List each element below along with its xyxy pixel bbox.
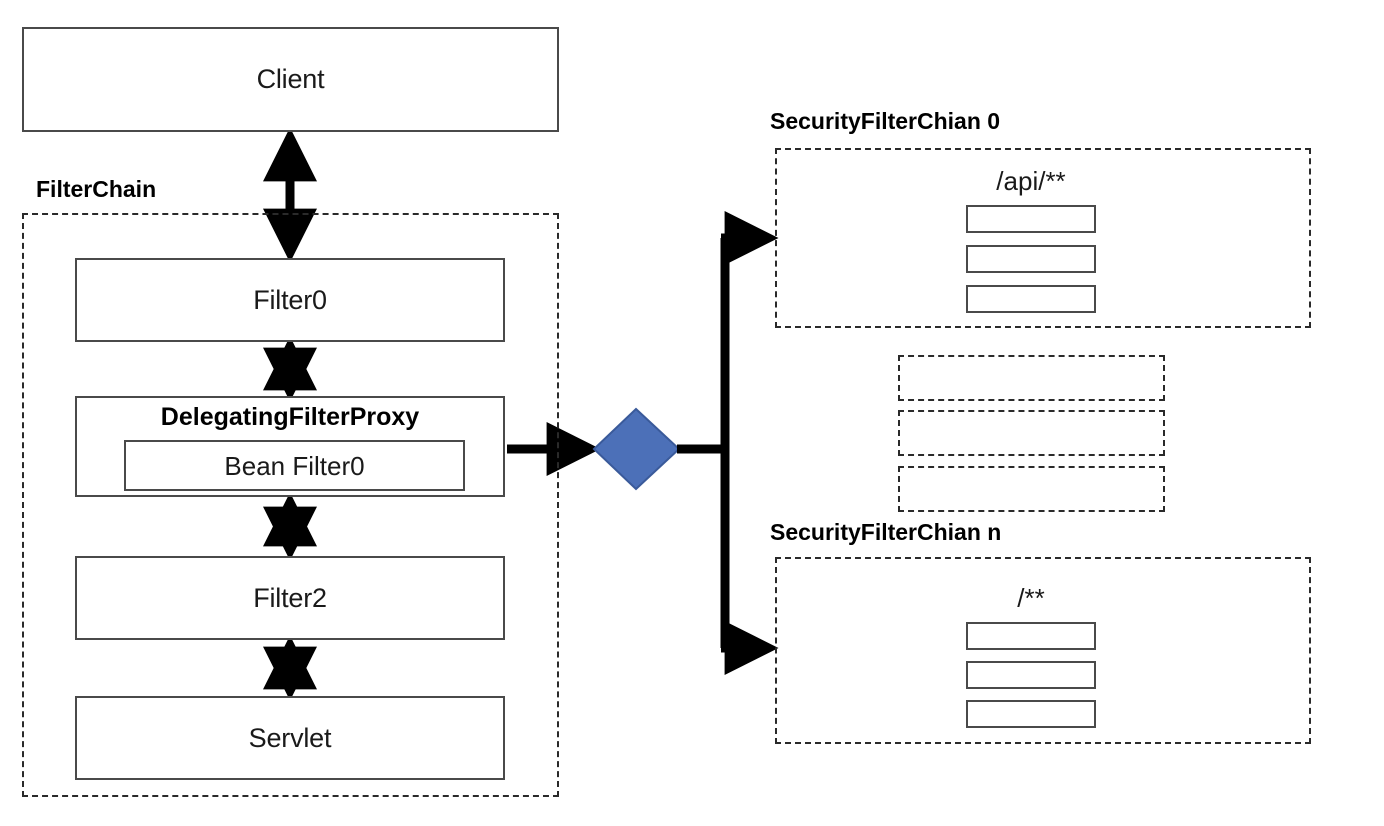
ghost-chain-1 (898, 410, 1165, 456)
security-chain-0-group-label: SecurityFilterChian 0 (770, 108, 1001, 134)
servlet-label: Servlet (248, 722, 332, 753)
security-chain-0-container (775, 148, 1311, 328)
security-chain-n-group-label: SecurityFilterChian n (770, 519, 1002, 545)
arrow-dispatcher-trunk (677, 211, 779, 675)
client-label: Client (256, 64, 325, 94)
delegating-filter-proxy-title: DelegatingFilterProxy (160, 403, 420, 431)
ghost-chain-0 (898, 355, 1165, 401)
bean-filter-label: Bean Filter0 (224, 450, 365, 481)
security-chain-n-filter-0[interactable] (966, 622, 1096, 650)
filter-box-0[interactable]: Filter0 (75, 258, 505, 342)
filter-chain-container (22, 213, 559, 797)
delegating-filter-proxy-box[interactable]: DelegatingFilterProxy Bean Filter0 (75, 396, 505, 497)
security-chain-n-container (775, 557, 1311, 744)
security-chain-n-filter-1[interactable] (966, 661, 1096, 689)
filter-box-2-label: Filter2 (253, 582, 327, 613)
security-chain-0-pattern-label: /api/** (996, 166, 1066, 196)
security-chain-0-filter-1[interactable] (966, 245, 1096, 273)
security-chain-n-filter-2[interactable] (966, 700, 1096, 728)
filter-chain-group-label: FilterChain (36, 176, 157, 202)
security-chain-0-filter-2[interactable] (966, 285, 1096, 313)
client-box[interactable]: Client (22, 27, 559, 132)
ghost-chain-2 (898, 466, 1165, 512)
security-filter-chain-dispatcher-diamond (592, 407, 681, 491)
security-chain-0-filter-0[interactable] (966, 205, 1096, 233)
bean-filter-box[interactable]: Bean Filter0 (124, 440, 465, 491)
filter-box-2[interactable]: Filter2 (75, 556, 505, 640)
security-chain-n-pattern-label: /** (1017, 583, 1045, 613)
filter-box-0-label: Filter0 (253, 284, 327, 315)
servlet-box[interactable]: Servlet (75, 696, 505, 780)
